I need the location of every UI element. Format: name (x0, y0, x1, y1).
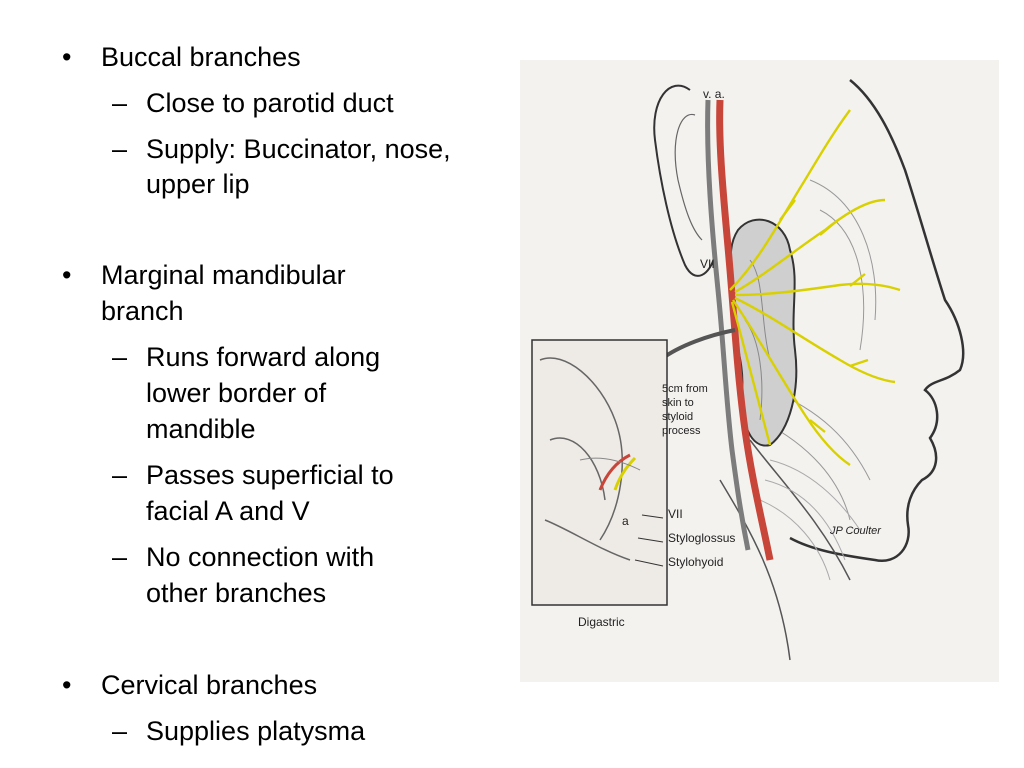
bullet-buccal-branches: Buccal branches (101, 42, 301, 72)
dash-marker: – (112, 342, 128, 372)
dash-marker: – (112, 716, 128, 746)
bullet-marker: • (62, 260, 72, 290)
dash-marker: – (112, 460, 128, 490)
label-depth-3: styloid (662, 411, 693, 423)
bullet-list: • Buccal branches – Close to parotid duc… (62, 42, 451, 746)
dash-marker: – (112, 88, 128, 118)
label-va: v. a. (703, 87, 725, 101)
sub-supply-continuation: upper lip (146, 169, 250, 199)
bullet-marginal-mandibular: Marginal mandibular (101, 260, 346, 290)
sub-passes-superficial-cont: facial A and V (146, 496, 310, 526)
label-a: a (622, 514, 629, 528)
label-depth-1: 5cm from (662, 383, 708, 395)
sub-runs-forward: Runs forward along (146, 342, 381, 372)
bullet-cervical-branches: Cervical branches (101, 670, 318, 700)
sub-supplies-platysma: Supplies platysma (146, 716, 366, 746)
label-digastric: Digastric (578, 615, 625, 629)
sub-no-connection-cont: other branches (146, 578, 327, 608)
facial-nerve-branches (729, 109, 901, 466)
sub-runs-forward-cont1: lower border of (146, 378, 327, 408)
bullet-marker: • (62, 42, 72, 72)
artist-signature: JP Coulter (829, 525, 882, 537)
label-vii-top: VII (700, 257, 715, 271)
label-depth-4: process (662, 425, 701, 437)
label-stylohyoid: Stylohyoid (668, 555, 723, 569)
ear-outline (653, 84, 716, 277)
sub-runs-forward-cont2: mandible (146, 414, 256, 444)
face-profile-outline (789, 79, 965, 563)
sub-passes-superficial: Passes superficial to (146, 460, 394, 490)
dash-marker: – (112, 542, 128, 572)
bullet-marker: • (62, 670, 72, 700)
inset-frame (531, 339, 668, 606)
sub-no-connection: No connection with (146, 542, 375, 572)
anatomy-drawing: v. a. VII 5cm from skin to styloid proce… (531, 79, 965, 661)
label-styloglossus: Styloglossus (668, 531, 735, 545)
artery (716, 99, 774, 561)
sub-close-to-parotid-duct: Close to parotid duct (146, 88, 394, 118)
facial-nerve-illustration: v. a. VII 5cm from skin to styloid proce… (520, 60, 999, 682)
dash-marker: – (112, 134, 128, 164)
label-depth-2: skin to (662, 397, 694, 409)
bullet-marginal-mandibular-cont: branch (101, 296, 184, 326)
sub-supply-buccinator: Supply: Buccinator, nose, (146, 134, 451, 164)
label-vii: VII (668, 507, 683, 521)
vein (705, 99, 751, 551)
neck-outline (719, 439, 851, 661)
